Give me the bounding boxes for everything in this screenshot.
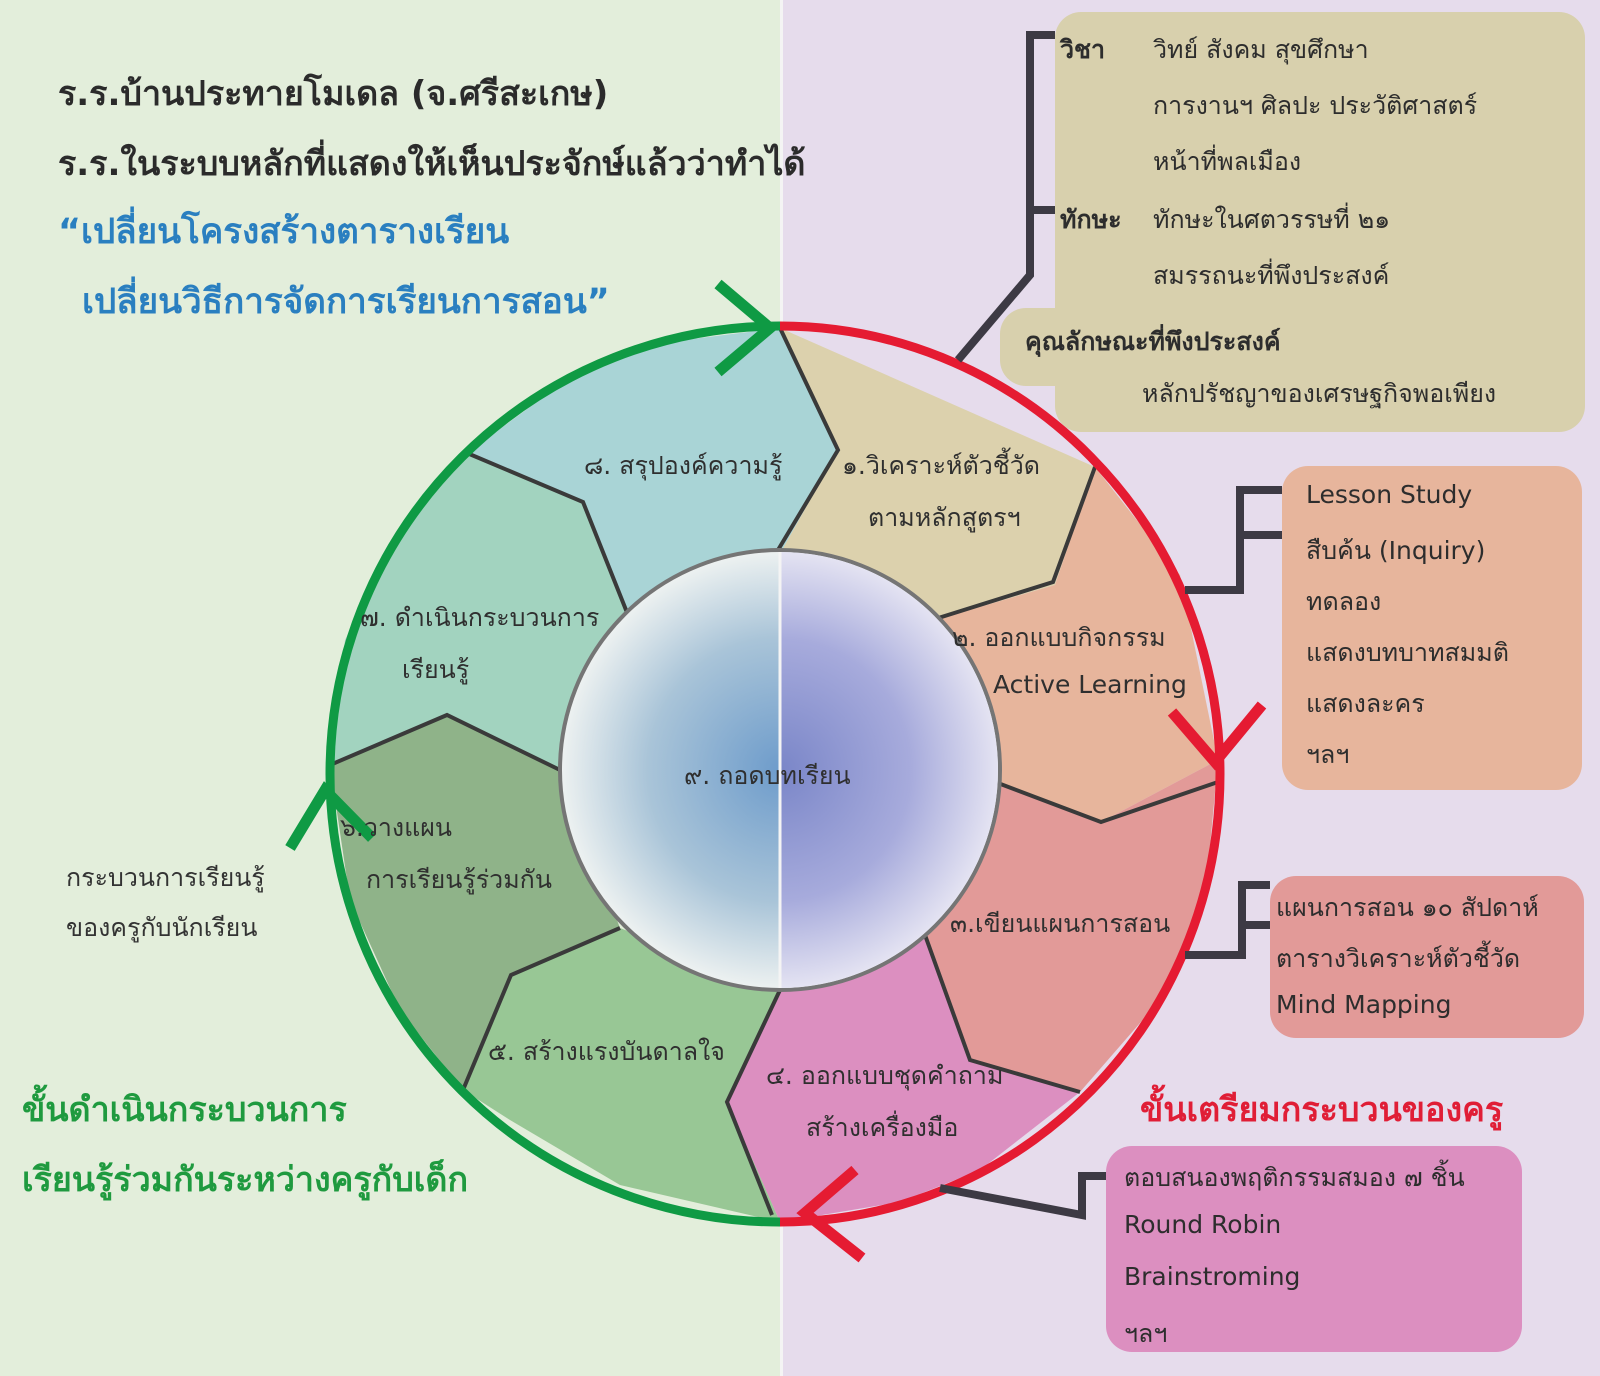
subject-label: วิชา bbox=[1060, 35, 1106, 64]
step-7-label: เรียนรู้ bbox=[402, 655, 470, 684]
activity-item: ทดลอง bbox=[1306, 587, 1382, 616]
curriculum-box bbox=[1055, 12, 1585, 432]
subject-line-2: การงานฯ ศิลปะ ประวัติศาสตร์ bbox=[1153, 91, 1478, 120]
question-item: Brainstroming bbox=[1124, 1262, 1301, 1291]
subject-line-1: วิทย์ สังคม สุขศึกษา bbox=[1153, 35, 1369, 64]
step-4-label: สร้างเครื่องมือ bbox=[806, 1113, 959, 1142]
plan-item: ตารางวิเคราะห์ตัวชี้วัด bbox=[1276, 944, 1521, 973]
skill-label: ทักษะ bbox=[1060, 205, 1122, 234]
step-2-label: Active Learning bbox=[993, 670, 1187, 699]
step-4-label: ๔. ออกแบบชุดคำถาม bbox=[766, 1061, 1004, 1090]
activity-item: สืบค้น (Inquiry) bbox=[1306, 536, 1486, 565]
step-5-label: ๕. สร้างแรงบันดาลใจ bbox=[488, 1037, 725, 1066]
side-note-line-2: ของครูกับนักเรียน bbox=[66, 913, 258, 942]
side-note-line-1: กระบวนการเรียนรู้ bbox=[66, 863, 265, 892]
stage-left-title-2: เรียนรู้ร่วมกันระหว่างครูกับเด็ก bbox=[22, 1160, 469, 1200]
green-arrow-left bbox=[285, 781, 376, 851]
stage-right-title: ขั้นเตรียมกระบวนของครู bbox=[1140, 1090, 1504, 1130]
green-arrow-top bbox=[714, 279, 779, 377]
plan-item: Mind Mapping bbox=[1276, 990, 1452, 1019]
step-2-label: ๒. ออกแบบกิจกรรม bbox=[952, 623, 1166, 652]
school-subtitle: ร.ร.ในระบบหลักที่แสดงให้เห็นประจักษ์แล้ว… bbox=[58, 144, 806, 184]
activity-item: แสดงละคร bbox=[1306, 689, 1425, 718]
school-title: ร.ร.บ้านประทายโมเดล (จ.ศรีสะเกษ) bbox=[58, 74, 609, 114]
step-1-label: ตามหลักสูตรฯ bbox=[868, 503, 1021, 532]
red-arc bbox=[779, 321, 1225, 1227]
activities-box bbox=[1282, 466, 1582, 790]
quote-line-2: เปลี่ยนวิธีการจัดการเรียนการสอน” bbox=[82, 282, 610, 322]
step-2-segment bbox=[935, 467, 1218, 822]
trait-label: คุณลักษณะที่พึงประสงค์ bbox=[1025, 327, 1281, 356]
step-6-label: การเรียนรู้ร่วมกัน bbox=[366, 865, 552, 894]
stage-left-title-1: ขั้นดำเนินกระบวนการ bbox=[22, 1090, 347, 1130]
question-item: ตอบสนองพฤติกรรมสมอง ๗ ชิ้น bbox=[1124, 1163, 1465, 1192]
center-label: ๙. ถอดบทเรียน bbox=[684, 761, 851, 790]
red-arrow-bottom bbox=[796, 1165, 866, 1263]
step-8-segment bbox=[467, 328, 838, 620]
activity-item: แสดงบทบาทสมมติ bbox=[1306, 638, 1510, 667]
trait-line-1: หลักปรัชญาของเศรษฐกิจพอเพียง bbox=[1142, 379, 1497, 408]
step-3-segment bbox=[925, 760, 1218, 1092]
question-item: ฯลฯ bbox=[1124, 1319, 1168, 1348]
questions-box bbox=[1106, 1146, 1522, 1352]
step-1-segment bbox=[770, 328, 1095, 620]
step-6-label: ๖.วางแผน bbox=[340, 813, 452, 842]
skill-line-2: สมรรถนะที่พึงประสงค์ bbox=[1153, 261, 1390, 290]
segment-separators bbox=[329, 327, 1219, 1216]
step-7-label: ๗. ดำเนินกระบวนการ bbox=[360, 603, 600, 632]
question-item: Round Robin bbox=[1124, 1210, 1282, 1239]
curriculum-box-tab bbox=[1000, 308, 1120, 386]
center-circle-right-half bbox=[780, 552, 998, 988]
quote-line-1: “เปลี่ยนโครงสร้างตารางเรียน bbox=[58, 212, 510, 252]
skill-line-1: ทักษะในศตวรรษที่ ๒๑ bbox=[1153, 205, 1391, 234]
step-5-segment bbox=[463, 928, 780, 1222]
plans-box bbox=[1270, 876, 1584, 1038]
step-1-label: ๑.วิเคราะห์ตัวชี้วัด bbox=[842, 451, 1041, 480]
green-arc bbox=[325, 321, 781, 1227]
step-8-label: ๘. สรุปองค์ความรู้ bbox=[584, 451, 783, 480]
plan-item: แผนการสอน ๑๐ สัปดาห์ bbox=[1276, 893, 1539, 922]
red-arrow-right bbox=[1167, 701, 1267, 771]
activity-item: ฯลฯ bbox=[1306, 740, 1350, 769]
step-4-segment bbox=[727, 935, 1080, 1222]
connector-lines bbox=[939, 31, 1282, 1220]
subject-line-3: หน้าที่พลเมือง bbox=[1153, 147, 1302, 176]
activity-item: Lesson Study bbox=[1306, 480, 1473, 509]
step-6-segment bbox=[330, 715, 620, 1090]
step-3-label: ๓.เขียนแผนการสอน bbox=[950, 909, 1171, 938]
